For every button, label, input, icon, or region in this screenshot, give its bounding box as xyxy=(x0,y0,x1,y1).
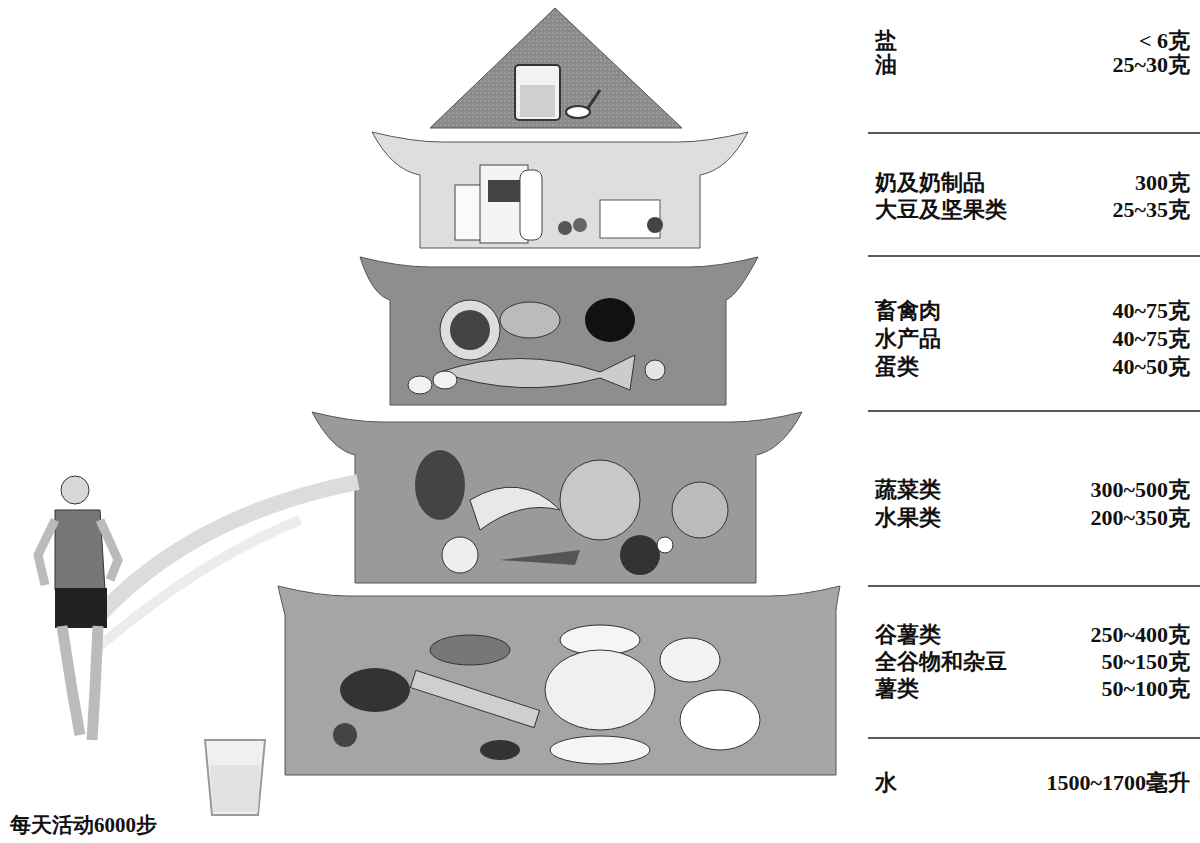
milk-bottle xyxy=(520,170,542,240)
runner-head xyxy=(61,476,89,504)
tier-meat xyxy=(360,257,758,405)
water-glass xyxy=(205,740,265,815)
runner-leg xyxy=(92,626,98,740)
food-name: 水果类 xyxy=(875,505,941,531)
food-name: 水 xyxy=(875,770,897,796)
amount: 40~75克 xyxy=(1113,326,1190,352)
amount: 40~50克 xyxy=(1113,354,1190,380)
amount: 300~500克 xyxy=(1091,477,1190,503)
runner-shorts xyxy=(55,588,107,628)
roof xyxy=(430,8,682,128)
amount: 1500~1700毫升 xyxy=(1047,770,1190,796)
fish xyxy=(440,355,635,390)
nut xyxy=(573,218,587,232)
shellfish xyxy=(645,360,665,380)
food-name: 奶及奶制品 xyxy=(875,170,985,196)
oil-level xyxy=(520,85,555,117)
food-name: 谷薯类 xyxy=(875,622,941,648)
pumpkin xyxy=(560,460,640,540)
water xyxy=(210,765,260,812)
salt-spoon xyxy=(566,106,590,118)
amount: < 6克 xyxy=(1139,28,1190,54)
dumplings xyxy=(550,736,650,764)
meat-plate xyxy=(440,300,500,360)
egg xyxy=(408,376,432,394)
activity-arc xyxy=(95,520,300,650)
meat-piece xyxy=(585,298,635,342)
food-name: 蛋类 xyxy=(875,354,919,380)
row-separator xyxy=(868,737,1200,739)
eggplant xyxy=(620,535,660,575)
spoon-handle xyxy=(588,90,600,108)
food-name: 水产品 xyxy=(875,326,941,352)
bun xyxy=(660,638,720,682)
carrot xyxy=(500,550,580,565)
row-separator xyxy=(868,585,1200,587)
mushroom xyxy=(657,537,673,553)
food-name: 盐 xyxy=(875,28,897,54)
activity-note: 每天活动6000步 xyxy=(10,812,157,838)
amount: 50~150克 xyxy=(1102,649,1190,675)
egg xyxy=(433,371,457,389)
amount: 25~30克 xyxy=(1113,52,1190,78)
bread xyxy=(410,670,539,727)
amount: 300克 xyxy=(1135,170,1190,196)
amount: 40~75克 xyxy=(1113,298,1190,324)
nut xyxy=(558,221,572,235)
oil-jug xyxy=(515,65,560,120)
food-name: 蔬菜类 xyxy=(875,477,941,503)
amount: 25~35克 xyxy=(1113,197,1190,223)
steamed-bun xyxy=(680,690,760,750)
amount: 50~100克 xyxy=(1102,676,1190,702)
pancake xyxy=(430,635,510,665)
row-separator xyxy=(868,410,1200,412)
grain-pile xyxy=(333,723,357,747)
grapes xyxy=(415,450,465,520)
tier-vegetable-fruit xyxy=(312,412,802,583)
noodle-bowl xyxy=(545,650,655,730)
amount: 200~350克 xyxy=(1091,505,1190,531)
meat xyxy=(450,310,490,350)
food-name: 全谷物和杂豆 xyxy=(875,649,1007,675)
nut xyxy=(647,217,663,233)
runner-arm xyxy=(38,520,55,585)
cabbage xyxy=(672,482,728,538)
beans xyxy=(480,740,520,760)
food-name: 大豆及坚果类 xyxy=(875,197,1007,223)
food-name: 薯类 xyxy=(875,676,919,702)
row-separator xyxy=(868,255,1200,257)
runner-arm xyxy=(100,520,118,580)
banana xyxy=(470,487,560,530)
food-name: 畜禽肉 xyxy=(875,298,941,324)
carton-label xyxy=(488,180,520,202)
row-separator xyxy=(868,132,1200,134)
sweet-potato xyxy=(340,668,410,712)
chicken-leg xyxy=(500,302,560,338)
runner-leg xyxy=(62,626,80,735)
tier-grain xyxy=(278,586,840,775)
orange xyxy=(442,537,478,573)
tier-dairy xyxy=(372,132,748,248)
food-name: 油 xyxy=(875,52,897,78)
amount: 250~400克 xyxy=(1091,622,1190,648)
